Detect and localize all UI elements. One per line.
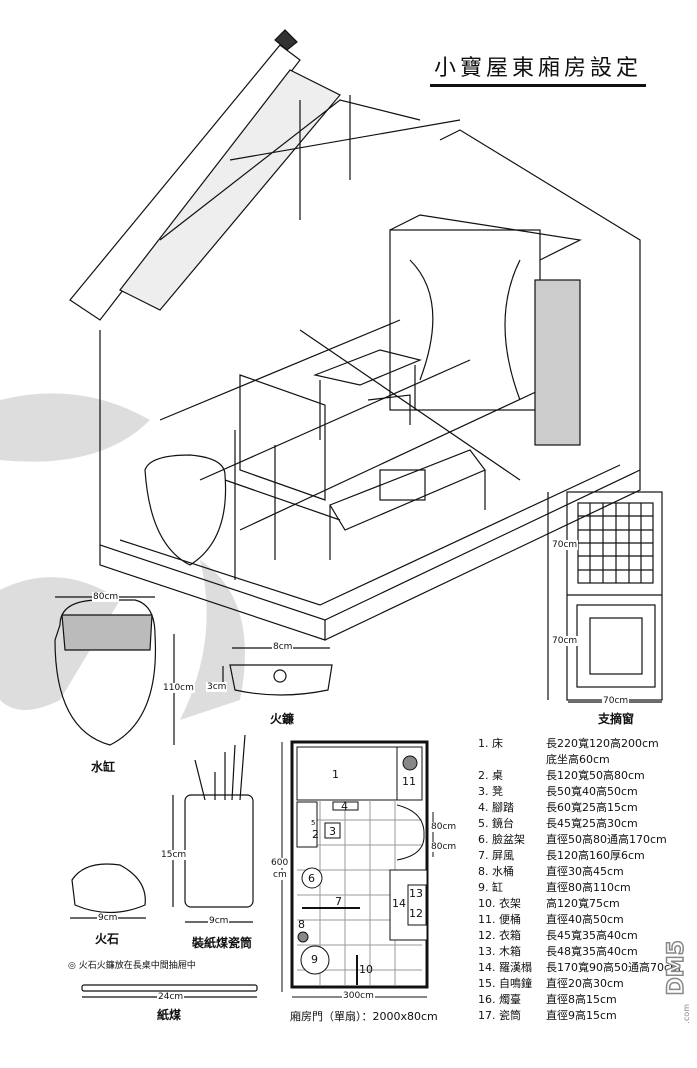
legend-item: 9. 缸直徑80高110cm (478, 881, 631, 894)
plan-marker-4: 4 (341, 800, 348, 813)
fire-striker-label: 火鐮 (270, 712, 295, 726)
legend-item: 14. 羅漢榻長170寬90高50通高70cm (478, 961, 681, 974)
legend-item: 7. 屏風長120高160厚6cm (478, 849, 645, 862)
floor-plan-drawing (281, 740, 434, 998)
plan-marker-10: 10 (359, 963, 373, 976)
plan-marker-1: 1 (332, 768, 339, 781)
floor-width: 300cm (342, 991, 375, 1001)
plan-marker-5: 5 (311, 819, 316, 827)
fire-striker-height: 3cm (206, 682, 228, 692)
watermark-suffix: .com (682, 1004, 691, 1024)
screen-drawing (224, 374, 341, 580)
flint-label: 火石 (95, 932, 120, 946)
page-title: 小寶屋東廂房設定 (430, 50, 647, 87)
legend-item: 16. 燭臺直徑8高15cm (478, 993, 617, 1006)
legend-item: 1. 床長220寬120高200cm (478, 737, 659, 750)
window-label: 支摘窗 (598, 712, 635, 726)
paper-spill-label: 紙煤 (157, 1008, 182, 1022)
spill-holder-width: 9cm (208, 916, 230, 926)
water-jar-label: 水缸 (91, 760, 116, 774)
door-dim-a: 80cm (430, 822, 458, 832)
spill-holder-label: 裝紙煤瓷筒 (192, 936, 253, 950)
legend-item: 10. 衣架高120寬75cm (478, 897, 620, 910)
plan-marker-8: 8 (298, 918, 305, 931)
plan-marker-13: 13 (409, 887, 423, 900)
furniture-legend: 1. 床長220寬120高200cm 底坐高60cm 2. 桌長120寬50高8… (478, 736, 681, 1024)
floor-height-unit: cm (272, 870, 288, 880)
paper-spill-length: 24cm (157, 992, 185, 1002)
legend-item: 8. 水桶直徑30高45cm (478, 865, 624, 878)
plan-marker-14: 14 (392, 897, 406, 910)
bed-drawing (389, 214, 582, 446)
legend-item: 13. 木箱長48寬35高40cm (478, 945, 638, 958)
legend-item: 2. 桌長120寬50高80cm (478, 769, 645, 782)
flint-width: 9cm (97, 913, 119, 923)
legend-item: 底坐高60cm (546, 753, 610, 766)
spill-holder-drawing (172, 734, 254, 923)
legend-item: 4. 腳踏長60寬25高15cm (478, 801, 638, 814)
window-dim-bottom: 70cm (551, 636, 579, 646)
room-walls (99, 129, 641, 641)
roof (69, 29, 461, 321)
spill-holder-height: 15cm (160, 850, 188, 860)
plan-marker-9: 9 (311, 953, 318, 966)
dresser-drawing (312, 349, 422, 440)
plan-marker-3: 3 (329, 825, 336, 838)
legend-item: 17. 瓷筒直徑9高15cm (478, 1009, 617, 1022)
watermark: DM5 (663, 939, 690, 996)
window-drawing (547, 491, 663, 703)
water-jar-width: 80cm (92, 592, 120, 602)
door-dim-b: 80cm (430, 842, 458, 852)
plan-marker-12: 12 (409, 907, 423, 920)
legend-item: 5. 鏡台長45寬25高30cm (478, 817, 638, 830)
plan-marker-7: 7 (335, 895, 342, 908)
legend-item: 12. 衣箱長45寬35高40cm (478, 929, 638, 942)
floor-plan-caption: 廂房門（單扇）：2000x80cm (290, 1010, 438, 1023)
plan-marker-6: 6 (308, 872, 315, 885)
legend-item: 15. 自鳴鐘直徑20高30cm (478, 977, 624, 990)
daybed-drawing (329, 449, 486, 560)
window-dim-top: 70cm (551, 540, 579, 550)
box-drawing (379, 469, 426, 501)
fire-striker-width: 8cm (272, 642, 294, 652)
legend-item: 3. 凳長50寬40高50cm (478, 785, 638, 798)
ink-wash (0, 393, 245, 720)
plan-marker-11: 11 (402, 775, 416, 788)
legend-item: 11. 便桶直徑40高50cm (478, 913, 624, 926)
room-jar-drawing (144, 454, 227, 566)
fire-striker-ring (273, 669, 287, 683)
paper-spill-drawing (81, 984, 258, 992)
storage-note: ◎ 火石火鐮放在長桌中間抽屜中 (68, 961, 196, 971)
window-dim-width: 70cm (602, 696, 630, 706)
legend-item: 6. 臉盆架直徑50高80通高170cm (478, 833, 667, 846)
plan-marker-2: 2 (312, 828, 319, 841)
flint-drawing (71, 863, 146, 914)
floor-height: 600 (270, 858, 290, 868)
water-jar-height: 110cm (162, 683, 195, 693)
